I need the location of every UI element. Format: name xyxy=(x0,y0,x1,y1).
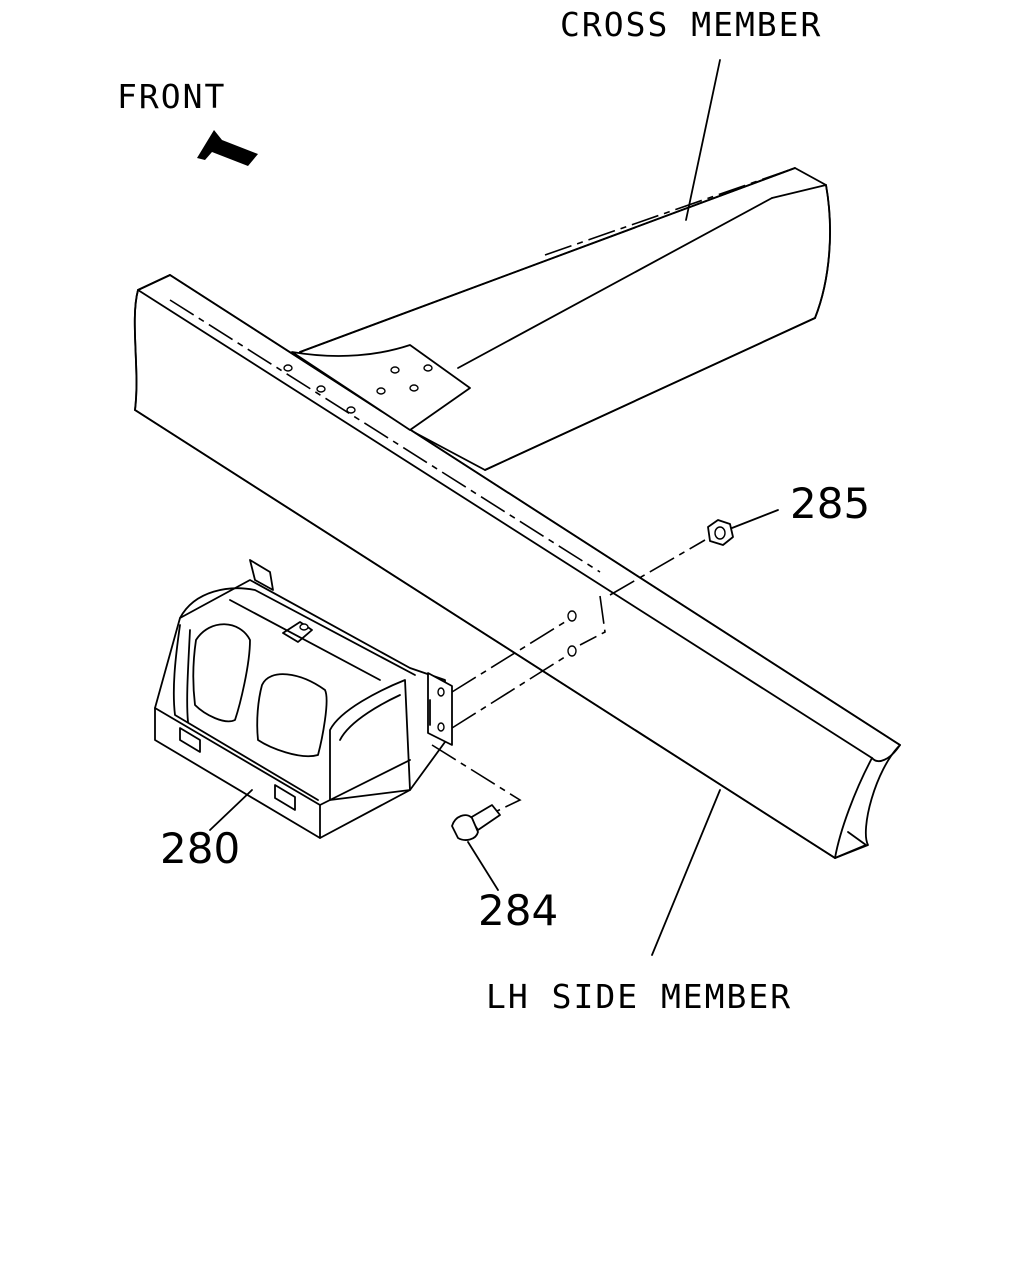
part-280-leader xyxy=(209,789,253,831)
callout-284: 284 xyxy=(478,886,558,935)
assembly-dashed-lines xyxy=(431,539,706,813)
part-280-bracket xyxy=(154,559,453,839)
front-arrow-icon xyxy=(197,130,258,166)
frame-mount-holes xyxy=(567,595,606,657)
callout-280: 280 xyxy=(160,824,240,873)
callout-285: 285 xyxy=(790,479,870,528)
nut-285-icon xyxy=(707,509,779,546)
side-member-hidden-line xyxy=(169,299,601,573)
front-label: FRONT xyxy=(117,77,226,116)
cross-member-label: CROSS MEMBER xyxy=(560,5,822,44)
side-member-leader xyxy=(651,789,721,956)
gusset-plate xyxy=(283,344,471,431)
side-member-beam xyxy=(133,274,901,859)
lh-side-member-label: LH SIDE MEMBER xyxy=(486,977,792,1016)
cross-member-leader xyxy=(685,59,721,221)
bolt-284-icon xyxy=(451,804,501,891)
